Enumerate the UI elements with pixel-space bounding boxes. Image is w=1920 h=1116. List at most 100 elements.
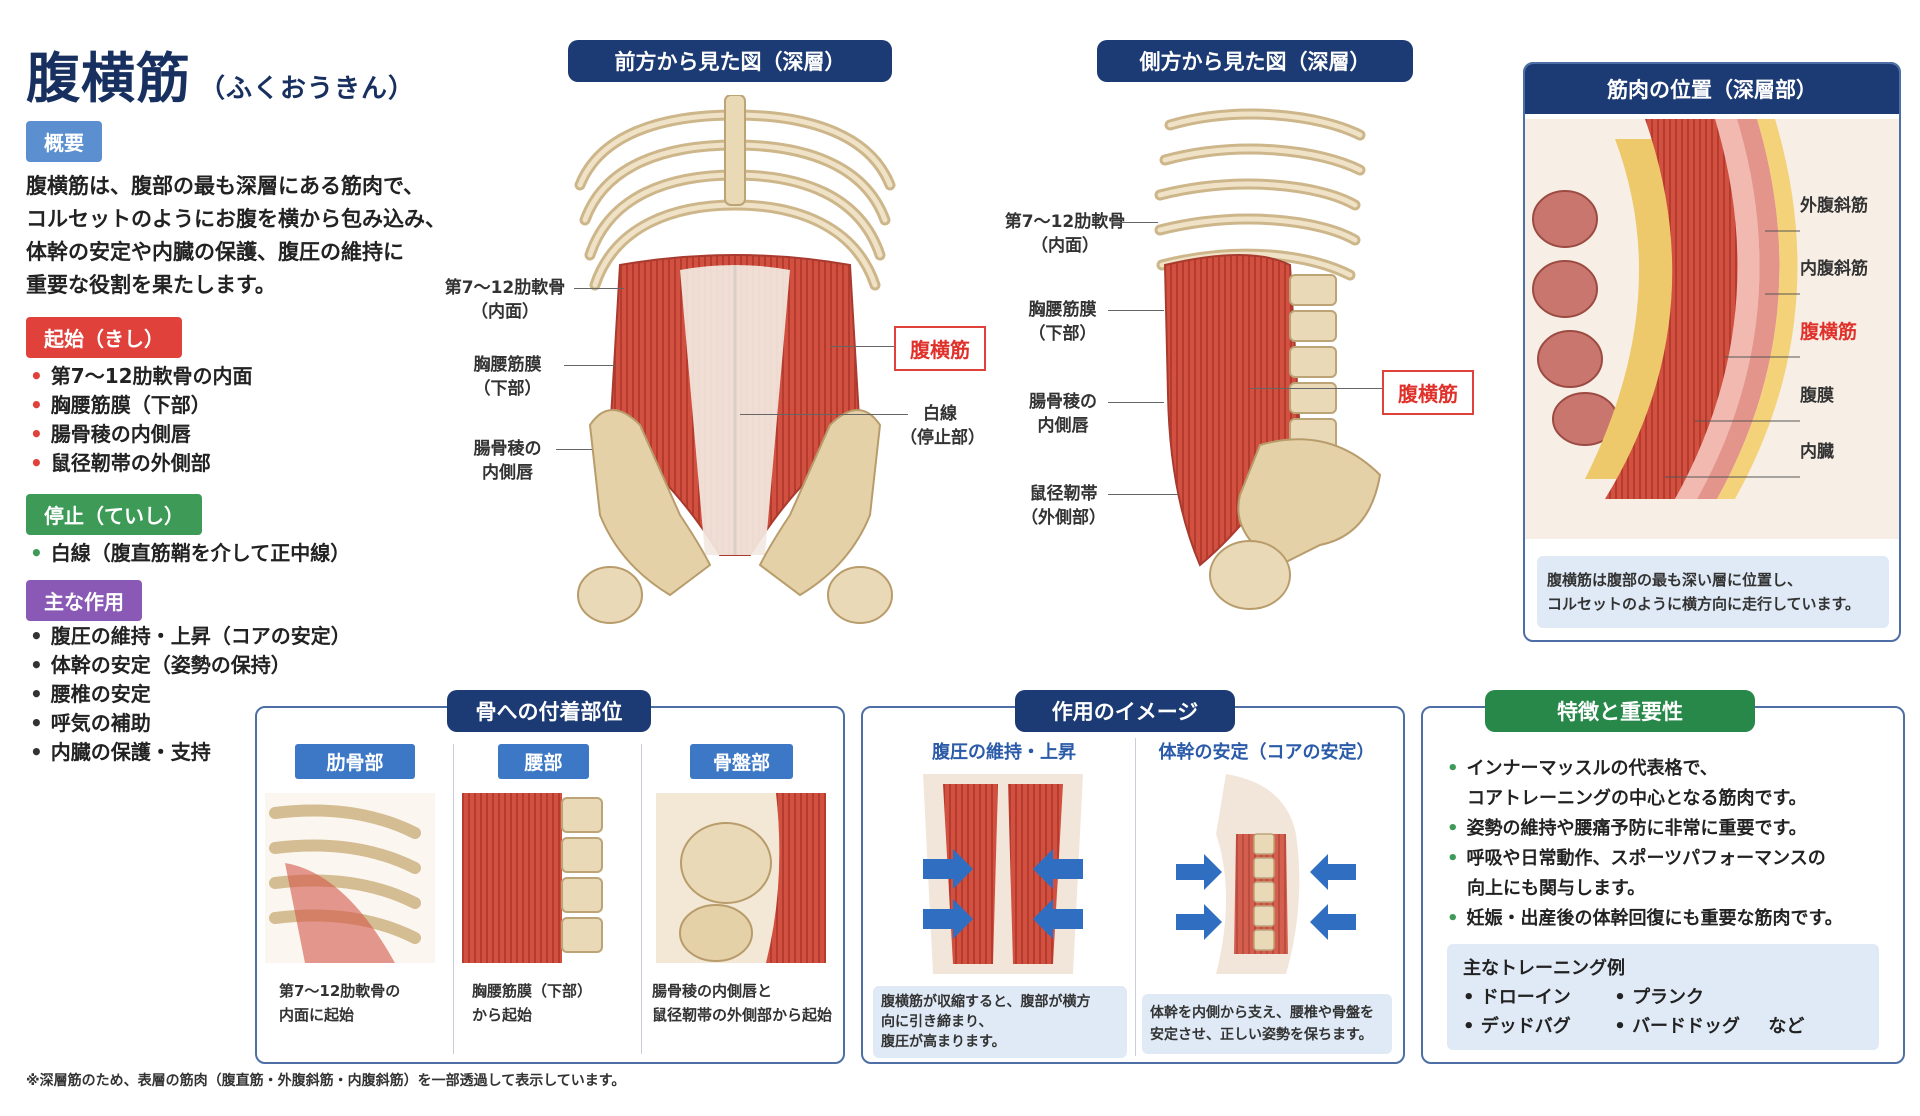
side-label-cartilage: 第7〜12肋軟骨 （内面） (1000, 210, 1130, 258)
side-label-ligament: 鼠径靭帯 （外側部） (1016, 482, 1111, 530)
label-line: （下部） (473, 379, 542, 399)
front-label-iliac: 腸骨稜の 内側唇 (460, 437, 555, 485)
attachment-caption: 第7〜12肋軟骨の 内面に起始 (265, 979, 445, 1027)
layer-label: 内腹斜筋 (1800, 259, 1868, 279)
label-line: （外側部） (1021, 508, 1106, 528)
insertion-tag: 停止（ていし） (26, 494, 202, 535)
list-item: 腰椎の安定 (30, 680, 351, 709)
front-label-linea: 白線 （停止部） (900, 402, 985, 450)
label-line: 第7〜12肋軟骨 (444, 278, 566, 298)
core-illustration (1176, 774, 1356, 974)
label-line: 第7〜12肋軟骨 (1004, 212, 1126, 232)
caption-line: 鼠径靭帯の外側部から起始 (652, 1006, 833, 1024)
training-row: • ドローイン • プランク (1463, 987, 1705, 1008)
action-image-header: 作用のイメージ (1015, 690, 1235, 732)
title-main: 腹横筋 (26, 47, 191, 110)
attachment-col-pelvis: 骨盤部 腸骨稜の内側唇と 鼠径靭帯の外側部から起始 (641, 744, 841, 1054)
label-line: 内側唇 (482, 463, 533, 483)
list-item: 白線（腹直筋鞘を介して正中線） (30, 539, 350, 568)
front-view-illustration (560, 94, 910, 640)
note-line: 腹圧が高まります。 (881, 1034, 1006, 1050)
note-line: 腹横筋は腹部の最も深い層に位置し、 (1547, 571, 1803, 589)
overview-line: 腹横筋は、腹部の最も深層にある筋肉で、 (26, 174, 425, 198)
attachment-caption: 胸腰筋膜（下部） から起始 (454, 979, 633, 1027)
leader-line (830, 346, 894, 347)
list-item: 体幹の安定（姿勢の保持） (30, 651, 351, 680)
list-item: 腹圧の維持・上昇（コアの安定） (30, 622, 351, 651)
attachment-tag: 腰部 (498, 744, 589, 779)
leader-line (1108, 402, 1164, 403)
side-label-iliac: 腸骨稜の 内側唇 (1018, 390, 1108, 438)
list-item: インナーマッスルの代表格で、コアトレーニングの中心となる筋肉です。 (1447, 754, 1897, 814)
feature-line: インナーマッスルの代表格で、 (1466, 758, 1718, 779)
label-line: 胸腰筋膜 (1028, 300, 1097, 320)
side-view-illustration (1140, 95, 1420, 640)
feature-line: 姿勢の維持や腰痛予防に非常に重要です。 (1466, 818, 1807, 839)
position-note: 腹横筋は腹部の最も深い層に位置し、 コルセットのように横方向に走行しています。 (1537, 556, 1889, 628)
training-item: プランク (1632, 987, 1705, 1008)
layer-diagram-svg (1525, 119, 1899, 539)
note-line: コルセットのように横方向に走行しています。 (1547, 595, 1861, 613)
leader-line (1250, 388, 1382, 389)
training-box: 主なトレーニング例 • ドローイン • プランク • デッドバグ • バードドッ… (1447, 944, 1879, 1050)
label-line: （内面） (1031, 236, 1099, 256)
feature-line: 向上にも関与します。 (1467, 878, 1646, 899)
rib-illustration (265, 793, 435, 963)
overview-line: 重要な役割を果たします。 (26, 273, 276, 297)
training-item: デッドバグ (1480, 1016, 1571, 1037)
list-item: 胸腰筋膜（下部） (30, 391, 253, 420)
leader-line (740, 414, 908, 415)
front-label-fascia: 胸腰筋膜 （下部） (455, 353, 560, 401)
feature-line: 妊娠・出産後の体幹回復にも重要な筋肉です。 (1466, 908, 1843, 929)
front-anatomy-svg (574, 94, 896, 624)
leader-line (564, 365, 616, 366)
list-item: 鼠径靭帯の外側部 (30, 449, 253, 478)
pressure-illustration (923, 774, 1083, 974)
position-panel: 筋肉の位置（深層部） 外腹斜筋 内腹斜筋 腹横筋 腹膜 内臓 腹横筋は腹部の最も… (1523, 62, 1901, 642)
overview-tag: 概要 (26, 121, 102, 162)
front-label-muscle: 腹横筋 (894, 326, 986, 371)
list-item: 腸骨稜の内側唇 (30, 420, 253, 449)
attachments-panel: 骨への付着部位 肋骨部 第7〜12肋軟骨の 内面に起始 腰部 胸腰筋膜（下部） … (255, 690, 845, 1064)
label-line: 腸骨稜の (473, 439, 542, 459)
overview-line: コルセットのようにお腹を横から包み込み、 (26, 207, 446, 231)
training-row: • デッドバグ • バードドッグ など (1463, 1016, 1805, 1037)
training-item: バードドッグ (1632, 1016, 1741, 1037)
label-line: 白線 (923, 404, 957, 424)
features-panel: 特徴と重要性 インナーマッスルの代表格で、コアトレーニングの中心となる筋肉です。… (1421, 690, 1905, 1064)
overview-line: 体幹の安定や内臓の保護、腹圧の維持に (26, 240, 404, 264)
action-right-note: 体幹を内側から支え、腰椎や骨盤を 安定させ、正しい姿勢を保ちます。 (1142, 994, 1392, 1054)
caption-line: 腸骨稜の内側唇と (652, 982, 773, 1000)
front-view-header: 前方から見た図（深層） (568, 40, 892, 82)
features-header: 特徴と重要性 (1485, 690, 1755, 732)
pelvis-illustration (656, 793, 826, 963)
action-left: 腹圧の維持・上昇 腹横筋が収縮すると、腹部が横方 向に引き締まり、 腹圧が高まり… (873, 738, 1135, 1058)
list-item: 姿勢の維持や腰痛予防に非常に重要です。 (1447, 814, 1897, 844)
actions-tag: 主な作用 (26, 580, 142, 621)
footnote: ※深層筋のため、表層の筋肉（腹直筋・外腹斜筋・内腹斜筋）を一部透過して表示してい… (26, 1073, 626, 1089)
feature-line: 呼吸や日常動作、スポーツパフォーマンスの (1466, 848, 1826, 869)
attachments-header: 骨への付着部位 (447, 690, 651, 732)
overview-text: 腹横筋は、腹部の最も深層にある筋肉で、 コルセットのようにお腹を横から包み込み、… (26, 170, 496, 302)
page-title: 腹横筋（ふくおうきん） (26, 34, 415, 113)
side-label-muscle: 腹横筋 (1382, 370, 1474, 415)
leader-line (1108, 310, 1164, 311)
label-line: 胸腰筋膜 (473, 355, 542, 375)
attachment-caption: 腸骨稜の内側唇と 鼠径靭帯の外側部から起始 (642, 979, 841, 1027)
origin-list: 第7〜12肋軟骨の内面 胸腰筋膜（下部） 腸骨稜の内側唇 鼠径靭帯の外側部 (30, 362, 253, 478)
features-list: インナーマッスルの代表格で、コアトレーニングの中心となる筋肉です。 姿勢の維持や… (1447, 754, 1897, 934)
lumbar-illustration (462, 793, 603, 963)
note-line: 向に引き締まり、 (881, 1014, 993, 1030)
caption-line: 内面に起始 (279, 1006, 355, 1024)
leader-line (1108, 494, 1178, 495)
caption-line: 胸腰筋膜（下部） (472, 982, 593, 1000)
list-item: 第7〜12肋軟骨の内面 (30, 362, 253, 391)
label-line: （停止部） (900, 428, 985, 448)
action-image-panel: 作用のイメージ 腹圧の維持・上昇 腹横筋が収縮すると、腹部が横方 向に引き締まり… (861, 690, 1405, 1064)
attachment-col-rib: 肋骨部 第7〜12肋軟骨の 内面に起始 (265, 744, 445, 1054)
note-line: 安定させ、正しい姿勢を保ちます。 (1150, 1027, 1373, 1043)
origin-tag: 起始（きし） (26, 317, 182, 358)
note-line: 腹横筋が収縮すると、腹部が横方 (881, 994, 1091, 1010)
side-label-fascia: 胸腰筋膜 （下部） (1010, 298, 1115, 346)
insertion-list: 白線（腹直筋鞘を介して正中線） (30, 539, 350, 568)
